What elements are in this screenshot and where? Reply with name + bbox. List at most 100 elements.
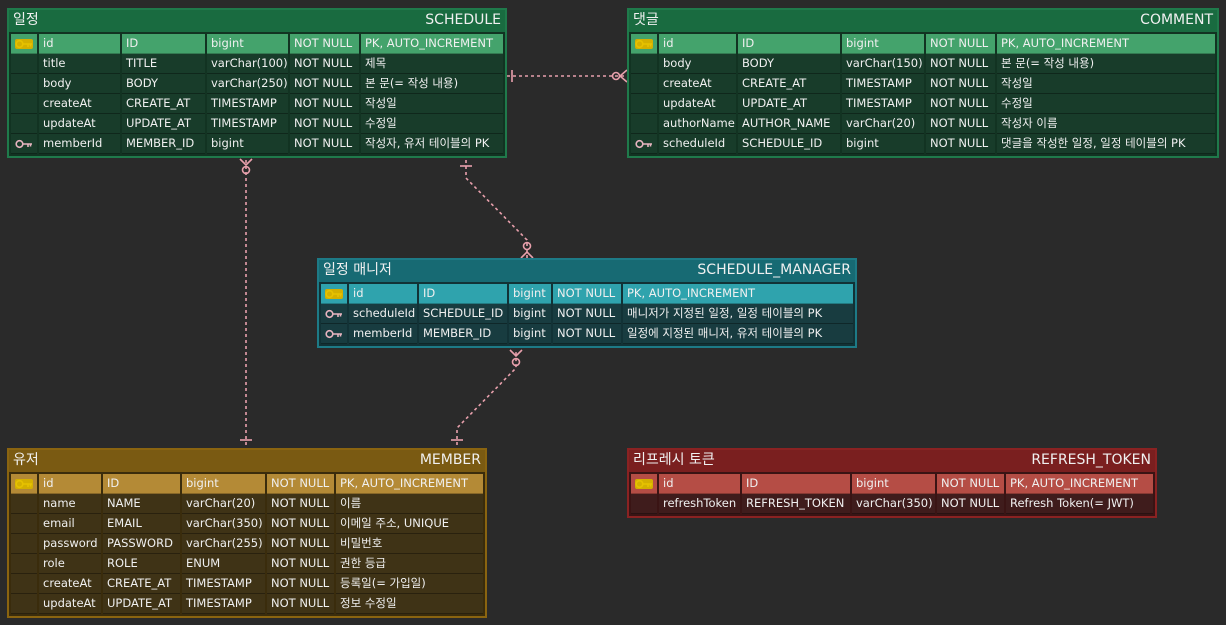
crow-foot-comment <box>618 69 628 83</box>
cell-column: EMAIL <box>103 514 180 534</box>
cell-note: 정보 수정일 <box>336 594 483 614</box>
foreign-key-icon <box>631 134 657 154</box>
cell-column: REFRESH_TOKEN <box>742 494 850 514</box>
crow-foot-manager-top <box>520 250 534 259</box>
key-slot <box>631 74 657 94</box>
key-slot <box>11 114 37 134</box>
cell-type: TIMESTAMP <box>207 114 288 134</box>
cell-type: varChar(350) <box>852 494 935 514</box>
cell-column: UPDATE_AT <box>103 594 180 614</box>
key-slot <box>11 554 37 574</box>
cell-column: BODY <box>738 54 840 74</box>
key-icon <box>11 34 37 54</box>
table-title-bar[interactable]: 일정 SCHEDULE <box>9 10 505 32</box>
cell-column: NAME <box>103 494 180 514</box>
table-korean-name: 일정 <box>13 12 39 28</box>
cell-type: TIMESTAMP <box>842 74 924 94</box>
cell-column: SCHEDULE_ID <box>419 304 507 324</box>
cell-field: updateAt <box>659 94 736 114</box>
cell-type: varChar(100) <box>207 54 288 74</box>
crow-foot-manager-bottom <box>509 349 523 358</box>
cell-nullable: NOT NULL <box>926 114 995 134</box>
cell-field: password <box>39 534 101 554</box>
cell-type: bigint <box>509 304 551 324</box>
cell-column: SCHEDULE_ID <box>738 134 840 154</box>
table-physical-name: SCHEDULE <box>425 12 501 28</box>
cell-field: id <box>659 34 736 54</box>
cell-nullable: NOT NULL <box>290 34 359 54</box>
key-slot <box>631 114 657 134</box>
cell-nullable: NOT NULL <box>267 574 334 594</box>
cell-column: ID <box>738 34 840 54</box>
cell-nullable: NOT NULL <box>553 324 621 344</box>
cell-note: Refresh Token(= JWT) <box>1006 494 1153 514</box>
cell-field: memberId <box>39 134 120 154</box>
cell-column: CREATE_AT <box>122 94 205 114</box>
cell-type: ENUM <box>182 554 265 574</box>
cell-field: createAt <box>39 94 120 114</box>
cell-field: updateAt <box>39 594 101 614</box>
cell-note: 댓글을 작성한 일정, 일정 테이블의 PK <box>997 134 1215 154</box>
cell-type: varChar(20) <box>842 114 924 134</box>
cell-column: TITLE <box>122 54 205 74</box>
key-icon <box>631 34 657 54</box>
key-slot <box>11 94 37 114</box>
cell-note: 수정일 <box>361 114 503 134</box>
cell-note: 작성자, 유저 테이블의 PK <box>361 134 503 154</box>
cell-nullable: NOT NULL <box>290 94 359 114</box>
cell-type: varChar(350) <box>182 514 265 534</box>
cell-nullable: NOT NULL <box>937 474 1004 494</box>
cell-note: 제목 <box>361 54 503 74</box>
cell-note: 이름 <box>336 494 483 514</box>
cell-field: id <box>39 474 101 494</box>
cell-column: MEMBER_ID <box>419 324 507 344</box>
cell-nullable: NOT NULL <box>267 534 334 554</box>
cell-type: TIMESTAMP <box>842 94 924 114</box>
key-slot <box>11 54 37 74</box>
cell-field: scheduleId <box>659 134 736 154</box>
cell-column: ROLE <box>103 554 180 574</box>
cell-column: AUTHOR_NAME <box>738 114 840 134</box>
cell-column: ID <box>103 474 180 494</box>
cell-column: CREATE_AT <box>103 574 180 594</box>
cell-column: UPDATE_AT <box>738 94 840 114</box>
cell-note: 작성일 <box>361 94 503 114</box>
key-slot <box>11 534 37 554</box>
cell-field: role <box>39 554 101 574</box>
key-slot <box>11 74 37 94</box>
cell-field: createAt <box>659 74 736 94</box>
